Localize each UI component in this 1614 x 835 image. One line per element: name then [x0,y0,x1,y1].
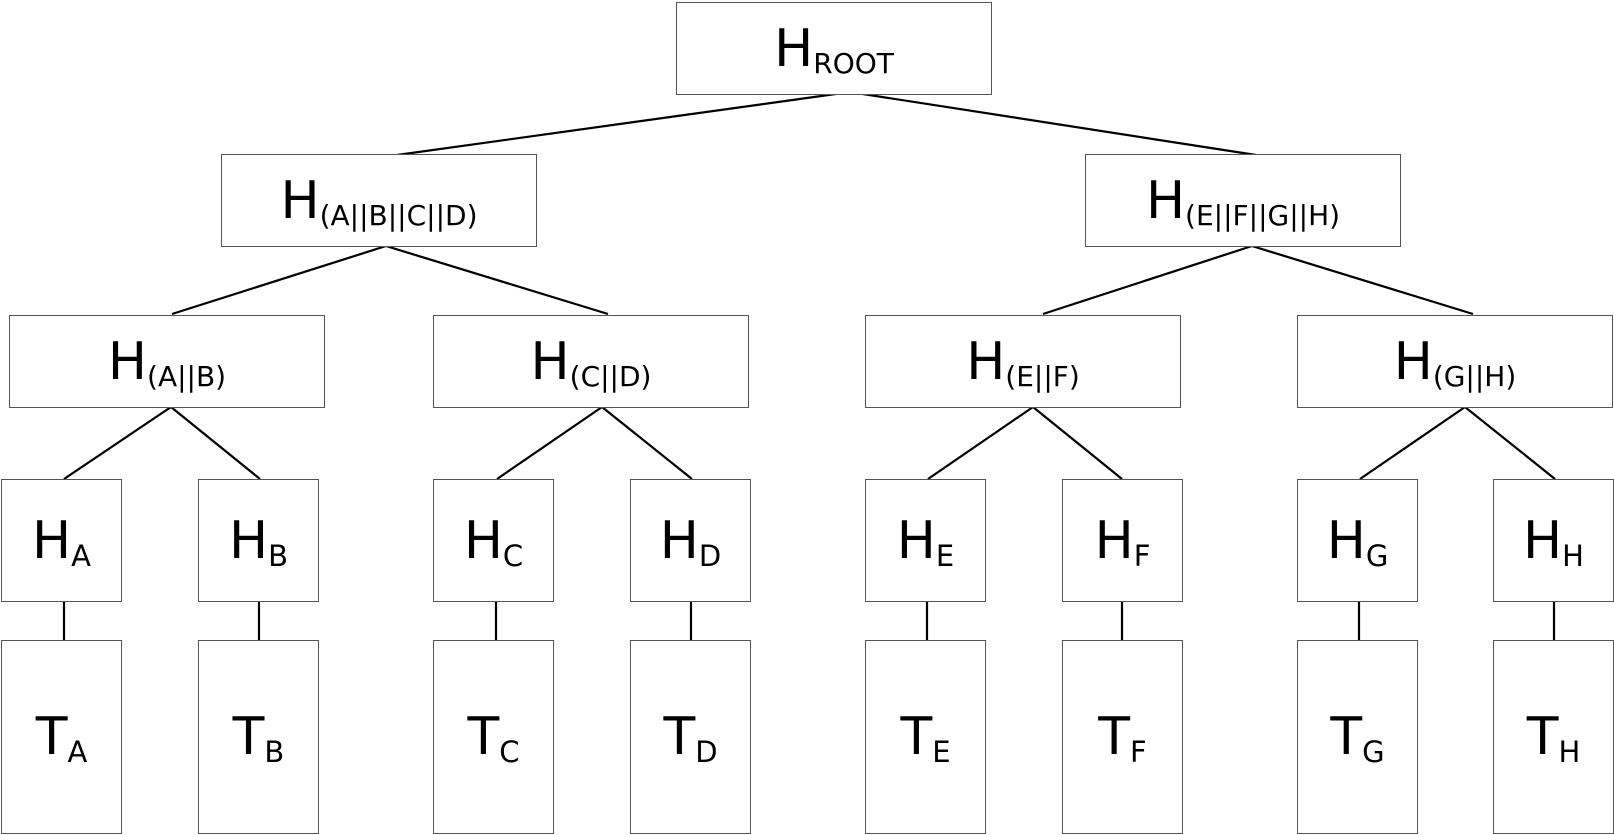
node-subscript: H [1562,538,1584,573]
node-symbol: T [232,707,265,767]
edge-ab-a [63,406,172,480]
edge-efgh-gh [1251,244,1474,316]
node-symbol: H [896,510,936,571]
node-subscript: (G||H) [1432,359,1517,393]
edge-ef-f [1032,406,1123,480]
node-subscript: (E||F) [1005,359,1080,393]
node-symbol: T [900,707,933,767]
edge-ef-e [927,406,1034,480]
edge-gh-g [1359,406,1466,480]
node-subscript: H [1558,735,1581,770]
edge-root-left [396,90,851,157]
node-symbol: H [228,510,269,571]
node-subscript: D [695,735,718,770]
node-symbol: H [774,18,814,79]
node-symbol: H [107,331,148,392]
node-symbol: H [1094,510,1134,571]
node-symbol: H [530,331,570,392]
edge-abcd-ab [171,244,387,316]
node-hash-ab: H(A||B) [9,315,325,408]
node-symbol: H [1145,170,1186,231]
node-symbol: T [35,707,68,767]
node-subscript: A [71,538,91,573]
node-subscript: (C||D) [569,359,652,393]
node-hash-efgh: H(E||F||G||H) [1085,154,1401,247]
node-symbol: T [1526,707,1559,767]
node-subscript: F [1130,735,1147,770]
node-subscript: (E||F||G||H) [1185,198,1341,232]
node-subscript: C [502,538,524,573]
node-symbol: T [1098,707,1131,767]
node-symbol: T [1330,707,1363,767]
node-hash-cd: H(C||D) [433,315,749,408]
node-subscript: E [932,735,951,770]
node-symbol: H [1393,331,1433,392]
node-symbol: H [1523,510,1563,571]
node-subscript: D [698,538,722,573]
edge-abcd-cd [385,244,609,316]
node-subscript: B [264,735,285,770]
node-symbol: H [966,331,1006,392]
node-hash-abcd: H(A||B||C||D) [221,154,537,247]
node-subscript: A [67,735,88,770]
node-symbol: T [467,707,500,767]
edge-ab-b [170,406,261,480]
node-subscript: (A||B) [147,359,227,393]
edge-cd-c [496,406,603,480]
edge-efgh-ef [1042,244,1253,316]
node-subscript: G [1365,538,1389,573]
node-hash-ef: H(E||F) [865,315,1181,408]
edge-root-right [849,90,1257,157]
node-symbol: H [280,170,320,231]
node-subscript: E [935,538,955,573]
node-symbol: T [663,707,696,767]
node-subscript: G [1362,735,1385,770]
node-symbol: H [32,510,72,571]
node-subscript: F [1133,538,1151,573]
node-subscript: (A||B||C||D) [319,198,478,232]
node-symbol: H [1326,510,1366,571]
node-subscript: C [499,735,520,770]
node-symbol: H [463,510,503,571]
node-subscript: B [268,538,288,573]
edge-cd-d [601,406,693,480]
edge-gh-h [1464,406,1556,480]
node-hash-gh: H(G||H) [1297,315,1613,408]
node-subscript: ROOT [813,46,894,80]
node-symbol: H [659,510,699,571]
